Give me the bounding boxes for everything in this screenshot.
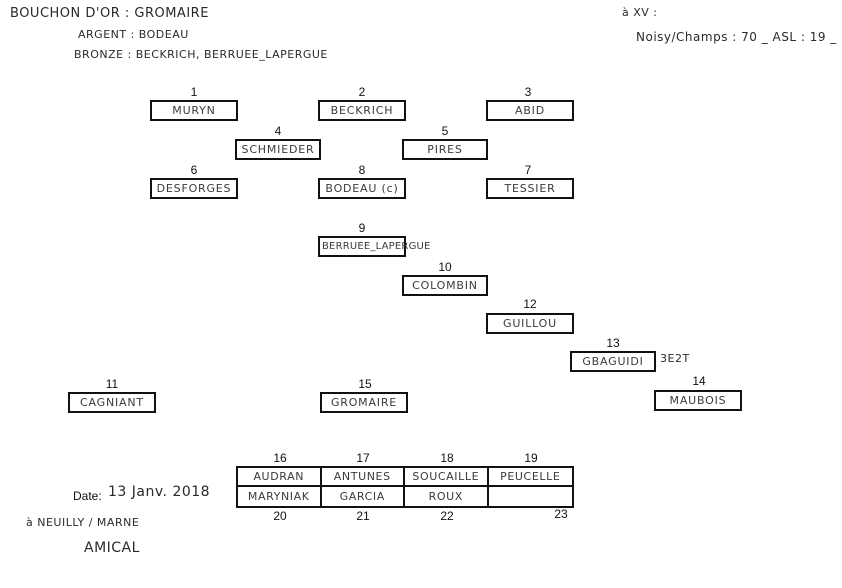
bench-cell: ANTUNES	[321, 468, 405, 487]
player-box: PIRES	[402, 139, 488, 160]
bench-cell: ROUX	[405, 487, 489, 506]
date-label: Date:	[73, 489, 102, 503]
position-number: 9	[358, 221, 366, 235]
bench-grid: AUDRAN ANTUNES SOUCAILLE PEUCELLE MARYNI…	[236, 466, 574, 508]
match-location: à NEUILLY / MARNE	[26, 516, 140, 529]
player-box: DESFORGES	[150, 178, 238, 199]
player-box: TESSIER	[486, 178, 574, 199]
player-box: GROMAIRE	[320, 392, 408, 413]
position-number: 14	[692, 374, 706, 388]
player-box: BODEAU (c)	[318, 178, 406, 199]
bench-number: 21	[356, 509, 370, 523]
position-number: 12	[523, 297, 537, 311]
note-3e2t: 3E2T	[660, 352, 690, 365]
top-right-score: Noisy/Champs : 70 _ ASL : 19 _	[636, 30, 837, 44]
top-right-competition: à XV :	[622, 6, 658, 19]
position-number: 8	[358, 163, 366, 177]
position-number: 4	[274, 124, 282, 138]
bench-number: 20	[273, 509, 287, 523]
position-number: 13	[606, 336, 620, 350]
bench-cell	[489, 487, 573, 506]
match-type: AMICAL	[84, 540, 140, 556]
position-number: 2	[358, 85, 366, 99]
player-box: MURYN	[150, 100, 238, 121]
position-number: 6	[190, 163, 198, 177]
player-box: GUILLOU	[486, 313, 574, 334]
player-box: COLOMBIN	[402, 275, 488, 296]
bench-number: 22	[440, 509, 454, 523]
player-box: BECKRICH	[318, 100, 406, 121]
bench-number: 17	[356, 451, 370, 465]
bench-cell: GARCIA	[322, 487, 405, 506]
bench-cell: MARYNIAK	[238, 487, 322, 506]
position-number: 7	[524, 163, 532, 177]
bouchon-or-line: BOUCHON D'OR : GROMAIRE	[10, 6, 209, 21]
argent-line: ARGENT : BODEAU	[78, 28, 189, 41]
bench-number: 19	[524, 451, 538, 465]
player-box: BERRUEE_LAPERGUE	[318, 236, 430, 257]
position-number: 11	[105, 377, 119, 391]
bench-cell: SOUCAILLE	[405, 468, 489, 487]
bronze-line: BRONZE : BECKRICH, BERRUEE_LAPERGUE	[74, 48, 328, 61]
player-box: ABID	[486, 100, 574, 121]
bench-cell: AUDRAN	[238, 468, 322, 487]
position-number: 15	[358, 377, 372, 391]
position-number: 10	[438, 260, 452, 274]
bench-number: 23	[554, 507, 568, 521]
player-box: CAGNIANT	[68, 392, 156, 413]
position-number: 5	[441, 124, 449, 138]
player-box: GBAGUIDI	[570, 351, 656, 372]
position-number: 3	[524, 85, 532, 99]
bench-cell: PEUCELLE	[488, 468, 572, 487]
player-box: SCHMIEDER	[235, 139, 321, 160]
bench-number: 18	[440, 451, 454, 465]
bench-number: 16	[273, 451, 287, 465]
player-box: MAUBOIS	[654, 390, 742, 411]
date-value: 13 Janv. 2018	[108, 484, 211, 500]
position-number: 1	[190, 85, 198, 99]
